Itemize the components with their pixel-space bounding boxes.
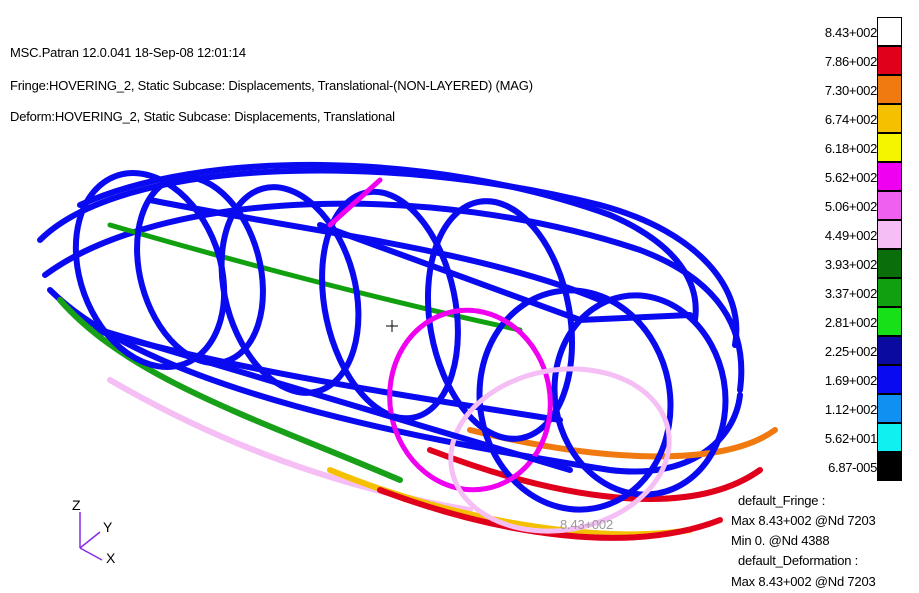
deform-description: Deform:HOVERING_2, Static Subcase: Displ… [10, 109, 395, 124]
ring-frame-5 [424, 198, 576, 442]
ring-frame-7 [551, 292, 729, 498]
legend-swatch [877, 394, 902, 423]
legend-label: 7.86+002 [824, 54, 877, 69]
legend-swatch [877, 162, 902, 191]
legend-label: 1.12+002 [824, 402, 877, 417]
coordinate-triad [79, 512, 103, 561]
legend-swatch [877, 423, 902, 452]
legend-swatch [877, 307, 902, 336]
legend-label: 6.87-005 [828, 460, 877, 475]
legend-swatch [877, 75, 902, 104]
triad-z-label: Z [72, 497, 81, 513]
legend-label: 3.37+002 [824, 286, 877, 301]
fringe-info-min: Min 0. @Nd 4388 [731, 533, 830, 548]
ring-frame-3 [218, 184, 362, 396]
fringe-description: Fringe:HOVERING_2, Static Subcase: Displ… [10, 78, 533, 93]
legend-swatch [877, 336, 902, 365]
frame-long-green-2 [107, 222, 523, 333]
view-center-cross [386, 320, 398, 332]
triad-x-axis [79, 547, 103, 561]
deform-info-title: default_Deformation : [738, 553, 859, 568]
legend-label: 5.06+002 [824, 199, 877, 214]
frame-long-green [57, 297, 403, 483]
legend-label: 5.62+002 [824, 170, 877, 185]
ring-frame-8 [387, 307, 553, 493]
legend-swatch [877, 133, 902, 162]
legend-label: 8.43+002 [824, 25, 877, 40]
ring-frame-1 [72, 170, 228, 370]
fringe-info-max: Max 8.43+002 @Nd 7203 [731, 513, 876, 528]
frame-long-6 [147, 197, 603, 303]
legend-swatch [877, 452, 902, 481]
legend-swatch [877, 46, 902, 75]
frame-long-red [377, 487, 723, 541]
deform-info-max: Max 8.43+002 @Nd 7203 [731, 574, 876, 589]
legend-swatch [877, 278, 902, 307]
legend-swatch [877, 220, 902, 249]
legend-label: 5.62+001 [824, 431, 877, 446]
ring-frame-2 [134, 173, 266, 367]
triad-x-label: X [106, 550, 116, 566]
legend-swatch [877, 104, 902, 133]
legend-label: 3.93+002 [824, 257, 877, 272]
brace-3 [327, 177, 383, 228]
triad-y-label: Y [103, 519, 113, 535]
brace-2 [317, 222, 693, 324]
legend-label: 2.25+002 [824, 344, 877, 359]
legend-label: 6.18+002 [824, 141, 877, 156]
legend-label: 2.81+002 [824, 315, 877, 330]
triad-y-axis [79, 531, 101, 549]
legend-swatch [877, 191, 902, 220]
legend-swatch [877, 249, 902, 278]
legend-swatch [877, 365, 902, 394]
fringe-info-title: default_Fringe : [738, 493, 826, 508]
ring-frame-9 [448, 366, 672, 534]
brace-1 [97, 327, 573, 473]
legend-label: 6.74+002 [824, 112, 877, 127]
max-node-marker: 8.43+002 [560, 517, 613, 532]
legend-label: 4.49+002 [824, 228, 877, 243]
ring-frame-6 [476, 287, 674, 513]
legend-swatch [877, 17, 902, 46]
legend-label: 1.69+002 [824, 373, 877, 388]
legend-label: 7.30+002 [824, 83, 877, 98]
title-line: MSC.Patran 12.0.041 18-Sep-08 12:01:14 [10, 45, 246, 60]
